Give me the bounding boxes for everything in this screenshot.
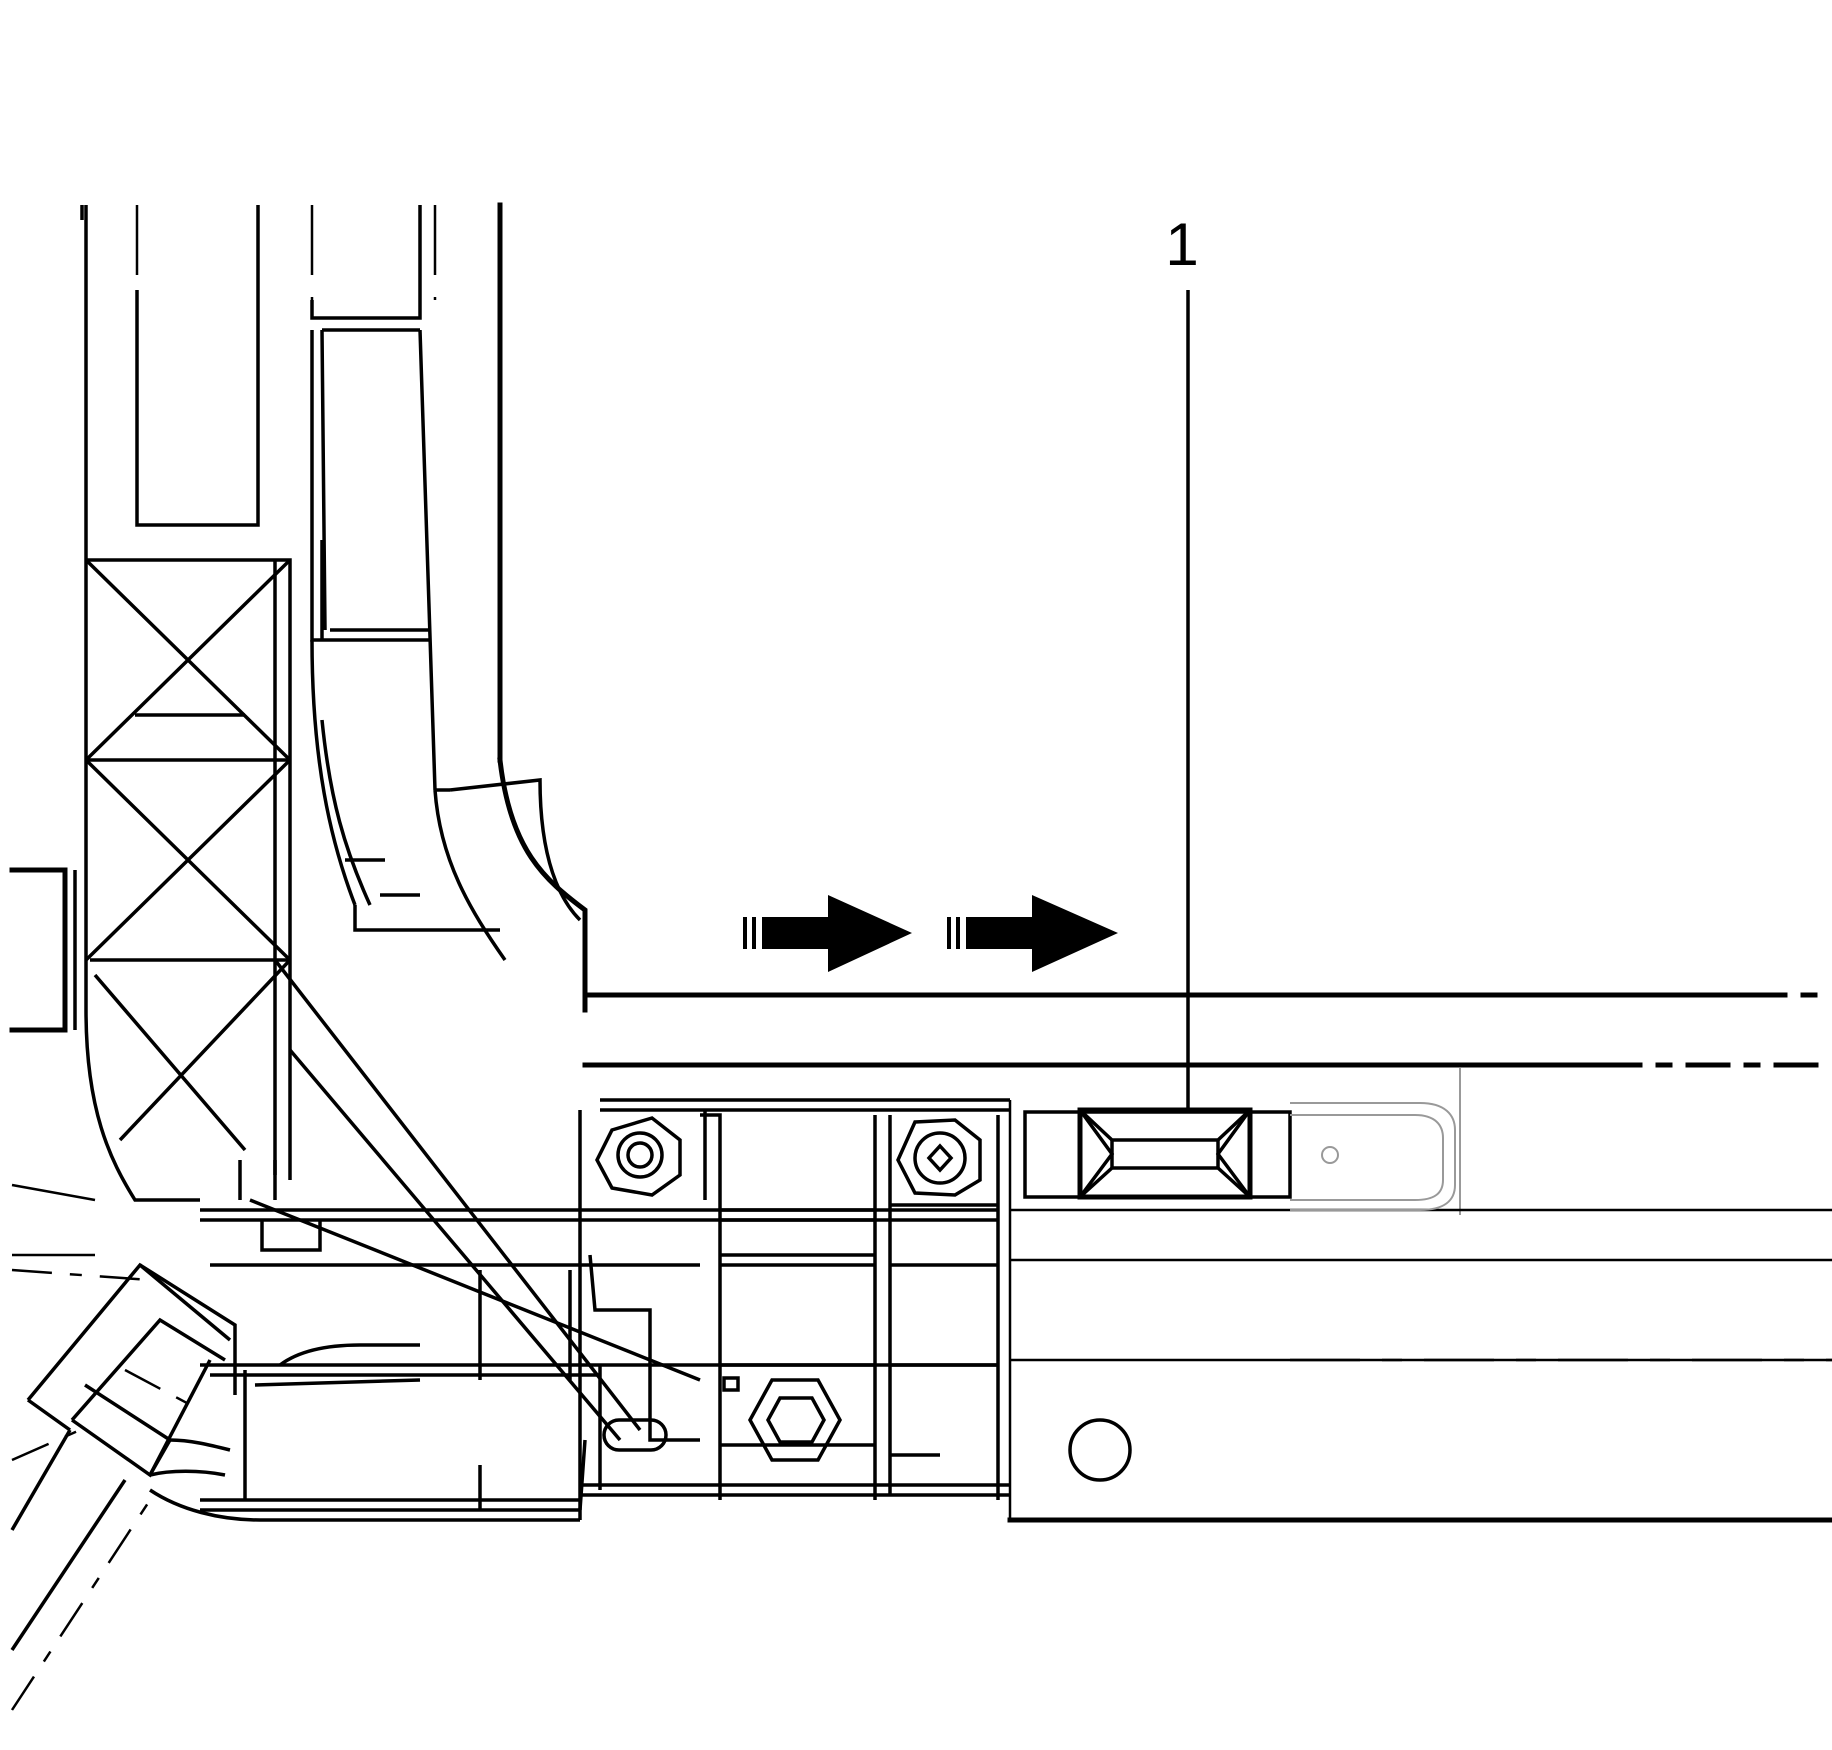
vertical-pillar <box>80 202 588 1013</box>
left-edge-stubs <box>9 867 151 1282</box>
round-hole <box>1068 1418 1132 1482</box>
hose <box>10 1262 237 1711</box>
lattice-bracket <box>84 558 701 1442</box>
horizontal-rail <box>582 992 1832 1523</box>
direction-arrow-2 <box>947 895 1118 972</box>
callout-number-1: 1 <box>1165 211 1198 278</box>
callout-1: 1 <box>1165 211 1199 1110</box>
slider-block <box>1023 1102 1456 1211</box>
clip-tab <box>260 1220 322 1252</box>
direction-arrow-1 <box>743 895 912 972</box>
fastener-nut-bottom <box>722 1376 842 1462</box>
mount-plate <box>149 1110 1010 1522</box>
slot-hole <box>602 1418 668 1452</box>
fastener-nut-top-right <box>896 1118 982 1197</box>
fastener-nut-top-left <box>595 1116 682 1197</box>
